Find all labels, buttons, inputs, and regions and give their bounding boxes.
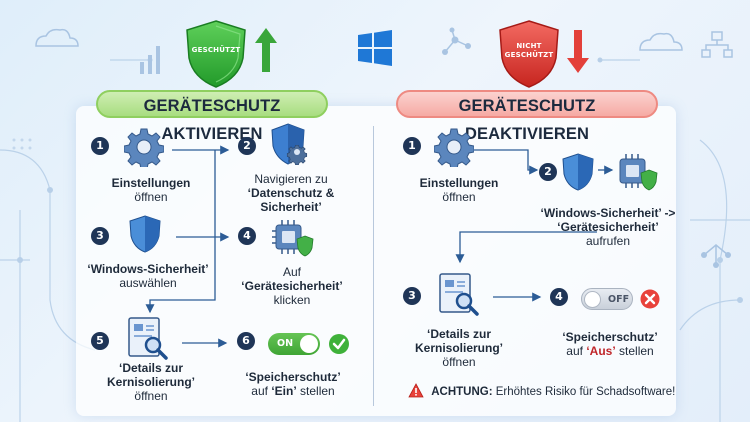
- warning-triangle-icon: [408, 383, 424, 398]
- activate-step-4-pre: Auf: [282, 265, 301, 279]
- document-search-icon: [439, 273, 479, 316]
- activate-step-3-bold: ‘Windows-Sicherheit’: [87, 262, 209, 276]
- activate-step-5-bold: ‘Details zur Kernisolierung’: [106, 361, 195, 389]
- gear-icon: [124, 128, 164, 167]
- activate-step-2-bold: ‘Datenschutz & Sicherheit’: [247, 186, 335, 214]
- activate-step-2-number: 2: [238, 137, 256, 155]
- red-shield-icon: [499, 20, 559, 88]
- toggle-knob: [584, 291, 601, 308]
- activate-step-3-text: ‘Windows-Sicherheit’ auswählen: [78, 262, 218, 290]
- memory-protection-toggle-off: OFF: [581, 288, 633, 310]
- activate-step-5-number: 5: [91, 332, 109, 350]
- deactivate-step-4-value: ‘Aus’: [586, 344, 616, 358]
- activate-step-6-bold: ‘Speicherschutz’: [245, 370, 341, 384]
- deactivate-step-4-text: ‘Speicherschutz’ auf ‘Aus’ stellen: [544, 330, 676, 358]
- up-arrow-icon: [255, 28, 277, 72]
- activate-step-3-number: 3: [91, 227, 109, 245]
- shield-icon: [562, 153, 594, 191]
- deactivate-step-2-rest: aufrufen: [585, 234, 631, 248]
- warning-label: ACHTUNG:: [431, 386, 493, 398]
- heading-deactivate: GERÄTESCHUTZ DEAKTIVIEREN: [396, 90, 658, 143]
- deactivate-step-1-bold: Einstellungen: [419, 176, 499, 190]
- warning-message: ACHTUNG: Erhöhtes Risiko für Schadsoftwa…: [408, 383, 675, 398]
- toggle-knob: [300, 335, 318, 353]
- activate-step-1-text: Einstellungen öffnen: [96, 176, 206, 204]
- heading-activate: GERÄTESCHUTZ AKTIVIEREN: [96, 90, 328, 143]
- protected-label: GESCHÜTZT: [191, 46, 241, 54]
- deactivate-step-1-number: 1: [403, 137, 421, 155]
- activate-step-6-number: 6: [237, 332, 255, 350]
- shield-gear-icon: [271, 123, 308, 166]
- activate-step-6-text: ‘Speicherschutz’ auf ‘Ein’ stellen: [226, 370, 360, 398]
- deactivate-step-4-number: 4: [550, 288, 568, 306]
- deactivate-step-4-mid: auf: [566, 344, 583, 358]
- warning-text: Erhöhtes Risiko für Schadsoftware!: [495, 386, 676, 398]
- activate-step-4-bold: ‘Gerätesicherheit’: [241, 279, 343, 293]
- deactivate-step-3-bold: ‘Details zur Kernisolierung’: [414, 327, 503, 355]
- activate-step-5-text: ‘Details zur Kernisolierung’ öffnen: [96, 361, 206, 403]
- chip-shield-icon: [272, 220, 314, 257]
- deactivate-step-1-rest: öffnen: [442, 190, 476, 204]
- toggle-on-label: ON: [277, 338, 294, 349]
- unprotected-label: NICHT GESCHÜTZT: [495, 42, 563, 60]
- green-shield-icon: [186, 20, 246, 88]
- activate-step-5-rest: öffnen: [134, 389, 168, 403]
- deactivate-step-4-rest: stellen: [619, 344, 654, 358]
- activate-step-1-bold: Einstellungen: [111, 176, 191, 190]
- memory-protection-toggle-on: ON: [268, 333, 320, 355]
- shield-icon: [129, 215, 161, 253]
- deactivate-step-3-rest: öffnen: [442, 355, 476, 369]
- activate-step-6-value: ‘Ein’: [271, 384, 297, 398]
- unprotected-shield-badge: NICHT GESCHÜTZT: [495, 18, 563, 90]
- cross-circle-icon: [640, 289, 660, 309]
- activate-step-4-rest: klicken: [273, 293, 311, 307]
- protected-shield-badge: GESCHÜTZT: [182, 18, 250, 90]
- deactivate-step-3-number: 3: [403, 287, 421, 305]
- activate-step-6-mid: auf: [251, 384, 268, 398]
- deactivate-step-2-number: 2: [539, 163, 557, 181]
- activate-step-4-text: Auf ‘Gerätesicherheit’ klicken: [222, 265, 362, 307]
- deactivate-step-2-bold: ‘Windows-Sicherheit’ -> ‘Gerätesicherhei…: [540, 206, 676, 234]
- activate-step-2-text: Navigieren zu ‘Datenschutz & Sicherheit’: [226, 172, 356, 214]
- activate-step-4-number: 4: [238, 227, 256, 245]
- unprotected-label-line1: NICHT: [516, 42, 542, 50]
- document-search-icon: [128, 317, 168, 360]
- check-circle-icon: [329, 334, 349, 354]
- deactivate-step-4-bold: ‘Speicherschutz’: [562, 330, 658, 344]
- activate-step-6-rest: stellen: [300, 384, 335, 398]
- activate-step-1-rest: öffnen: [134, 190, 168, 204]
- gear-icon: [434, 128, 474, 167]
- chip-shield-icon: [619, 154, 658, 191]
- panel-divider: [373, 126, 374, 406]
- toggle-off-label: OFF: [608, 294, 630, 305]
- activate-step-2-pre: Navigieren zu: [254, 172, 328, 186]
- down-arrow-icon: [567, 30, 589, 73]
- deactivate-step-1-text: Einstellungen öffnen: [404, 176, 514, 204]
- windows-logo-icon: [358, 30, 392, 66]
- unprotected-label-line2: GESCHÜTZT: [504, 51, 554, 59]
- deactivate-step-3-text: ‘Details zur Kernisolierung’ öffnen: [404, 327, 514, 369]
- activate-step-1-number: 1: [91, 137, 109, 155]
- deactivate-step-2-text: ‘Windows-Sicherheit’ -> ‘Gerätesicherhei…: [540, 206, 676, 248]
- activate-step-3-rest: auswählen: [119, 276, 177, 290]
